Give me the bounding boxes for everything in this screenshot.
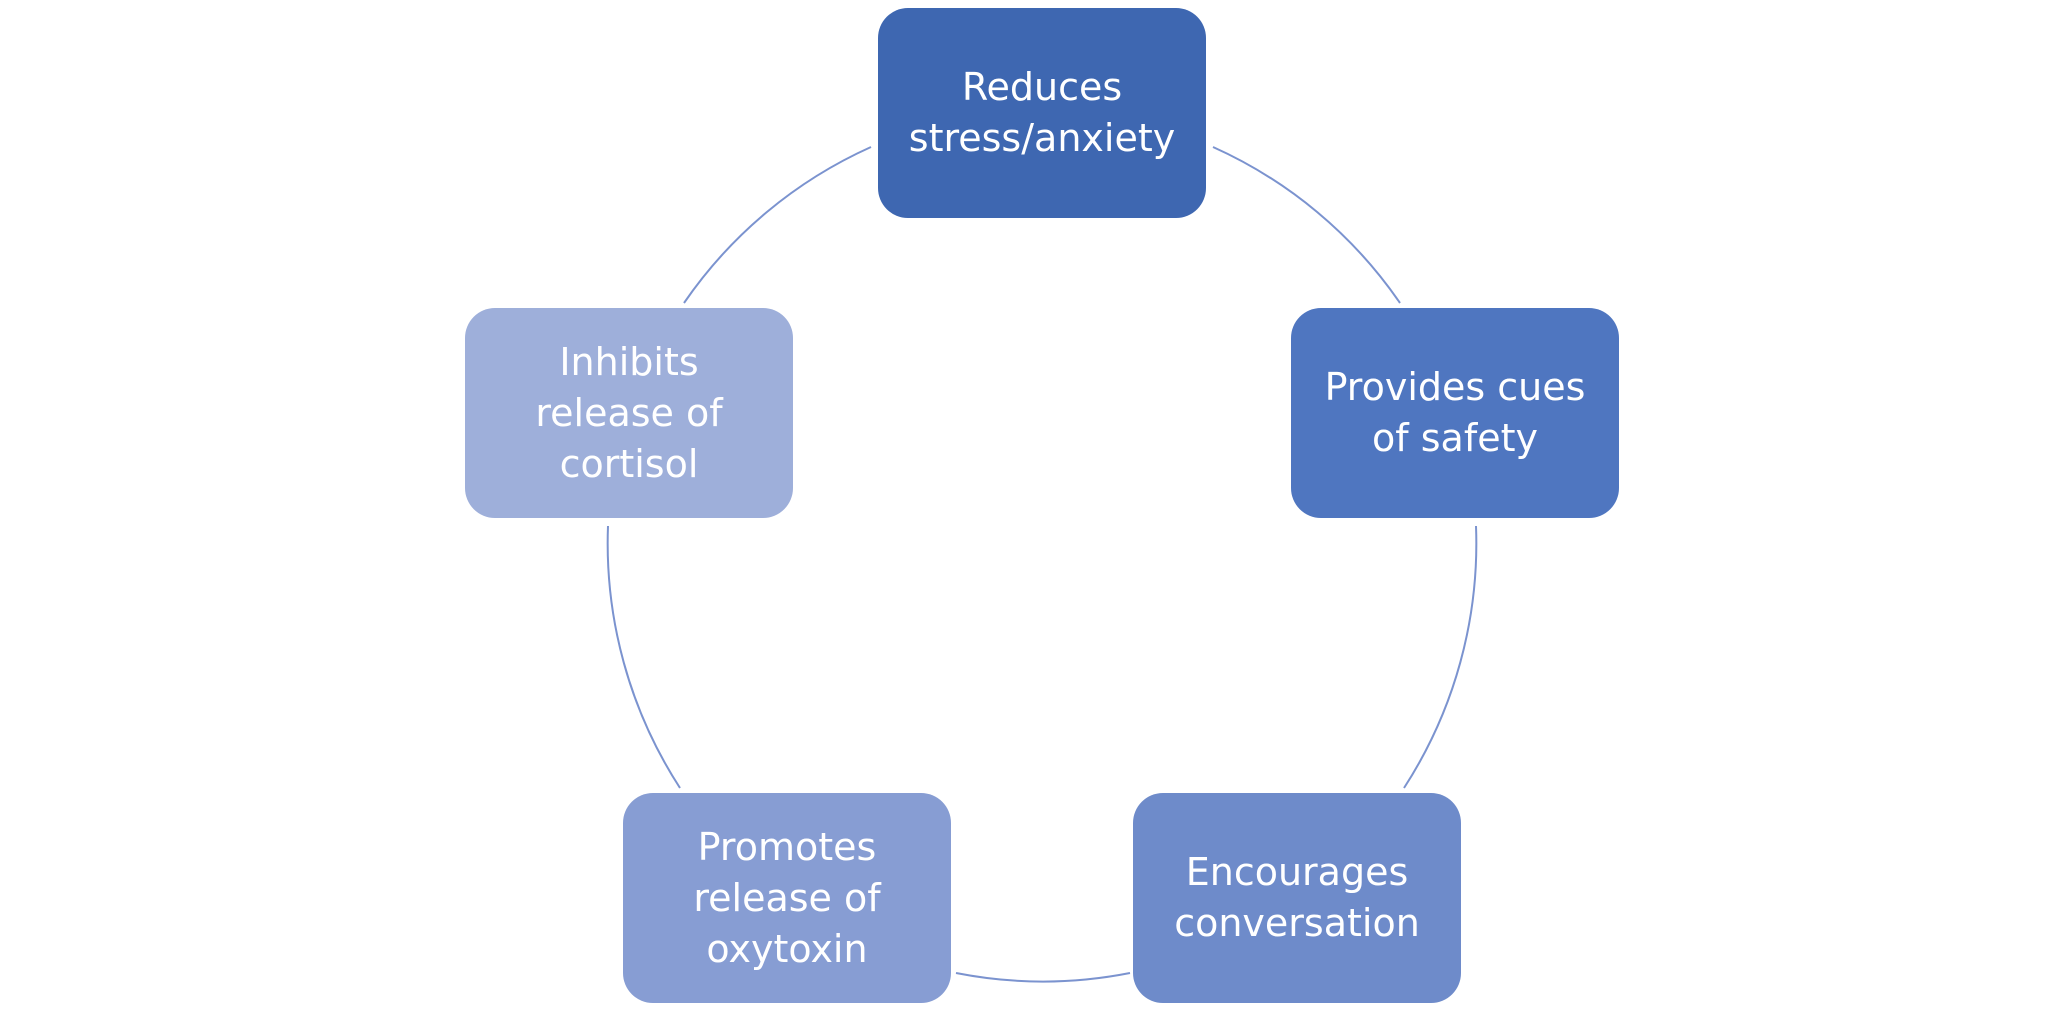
node-label: Provides cues of safety: [1324, 365, 1586, 460]
node-provides-cues: Provides cues of safety: [1291, 308, 1619, 518]
node-label: Promotes release of oxytoxin: [693, 824, 881, 971]
node-inhibits-cortisol: Inhibits release of cortisol: [465, 308, 793, 518]
node-reduces-stress: Reduces stress/anxiety: [878, 8, 1206, 218]
node-label: Reduces stress/anxiety: [908, 65, 1176, 160]
node-encourages-conversation: Encourages conversation: [1133, 793, 1461, 1003]
connector-arc-2-3: [1403, 525, 1478, 789]
node-label: Inhibits release of cortisol: [535, 339, 723, 486]
connector-arc-1-2: [1212, 146, 1401, 304]
connector-arc-3-4: [955, 972, 1131, 983]
node-label: Encourages conversation: [1174, 850, 1420, 945]
connector-arc-4-5: [606, 525, 681, 789]
connector-arc-5-1: [683, 146, 872, 304]
node-promotes-oxytoxin: Promotes release of oxytoxin: [623, 793, 951, 1003]
